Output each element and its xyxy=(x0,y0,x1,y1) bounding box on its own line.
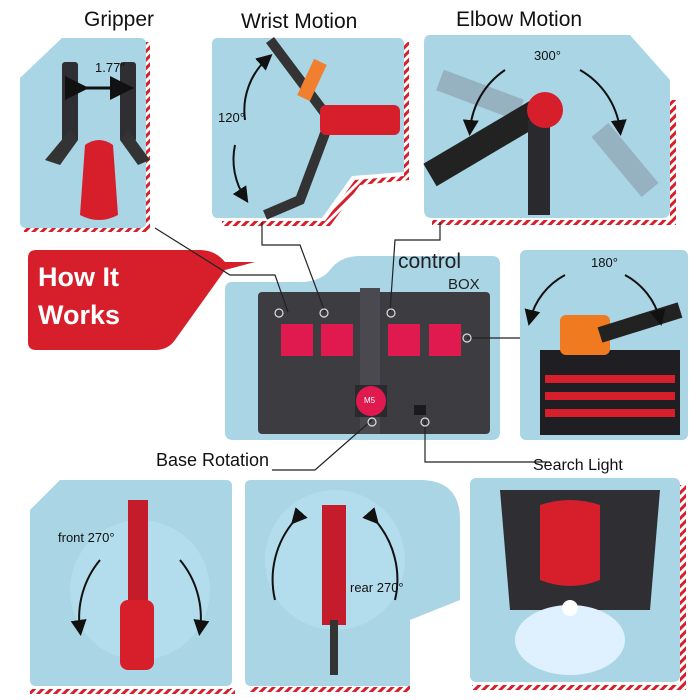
gripper-panel xyxy=(20,38,150,228)
elbow-angle-label: 300° xyxy=(534,48,561,63)
shoulder-panel xyxy=(520,250,688,440)
control-box-label2: BOX xyxy=(448,276,480,293)
banner-line2: Works xyxy=(38,300,121,330)
elbow-title: Elbow Motion xyxy=(456,8,583,31)
banner-line1: How It xyxy=(38,262,119,292)
control-panel xyxy=(225,256,500,440)
wrist-title: Wrist Motion xyxy=(241,10,358,33)
base-rotation-title: Base Rotation xyxy=(156,450,270,470)
elbow-panel xyxy=(423,35,670,218)
stripe-borders xyxy=(24,42,686,694)
search-light-title: Search Light xyxy=(533,457,623,474)
gripper-title: Gripper xyxy=(84,8,155,31)
callout-lines xyxy=(154,222,550,471)
search-light-panel xyxy=(470,478,680,682)
base-front-panel xyxy=(30,480,232,686)
banner-text: How It Works xyxy=(38,258,120,334)
wrist-angle-label: 120° xyxy=(218,110,245,125)
control-box-label1: control xyxy=(398,250,462,273)
callout-dots xyxy=(274,308,472,427)
wrist-panel xyxy=(212,37,404,220)
motor5-label: M5 xyxy=(364,396,376,405)
how-it-works-banner xyxy=(28,250,255,350)
shoulder-angle-label: 180° xyxy=(591,255,618,270)
rear-rotation-label: rear 270° xyxy=(350,580,404,595)
front-rotation-label: front 270° xyxy=(58,530,115,545)
gripper-width-label: 1.77" xyxy=(95,60,125,75)
base-rear-panel xyxy=(245,480,460,686)
